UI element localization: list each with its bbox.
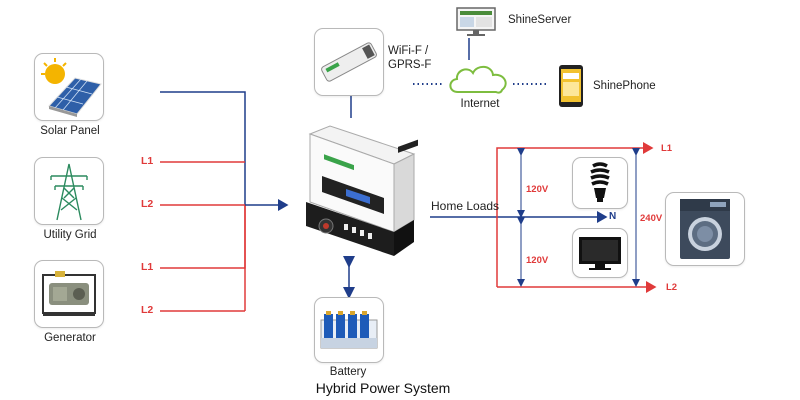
generator-box xyxy=(34,260,104,328)
washer-load-box xyxy=(665,192,745,266)
hybrid-inverter xyxy=(296,124,420,259)
shinephone-label: ShinePhone xyxy=(593,80,656,92)
tv-icon xyxy=(579,237,621,270)
utility-grid-label: Utility Grid xyxy=(43,229,97,241)
solar-panel-box xyxy=(34,53,104,121)
wifi-module-box xyxy=(314,28,384,96)
utility-grid-box xyxy=(34,157,104,225)
cloud-icon xyxy=(449,65,507,94)
battery-box xyxy=(314,297,384,363)
cfl-bulb-icon xyxy=(590,162,610,202)
wifi-label: WiFi-F / GPRS-F xyxy=(388,45,432,71)
generator-label: Generator xyxy=(44,332,96,344)
tv-load-box xyxy=(572,228,628,278)
monitor-icon xyxy=(456,7,496,36)
v120-bottom-label: 120V xyxy=(526,255,549,266)
battery-icon xyxy=(320,311,378,349)
v240-label: 240V xyxy=(640,213,663,224)
wifi-dongle-icon xyxy=(321,42,377,82)
internet-cloud xyxy=(444,60,514,98)
internet-label: Internet xyxy=(460,98,500,110)
home-l2-label: L2 xyxy=(666,282,678,293)
grid-l1-label: L1 xyxy=(141,155,154,167)
l1-rail xyxy=(496,142,654,287)
washing-machine-icon xyxy=(680,199,730,259)
gen-wire xyxy=(160,205,246,269)
phone-icon xyxy=(559,65,583,107)
solar-panel-icon xyxy=(41,58,102,117)
shineserver-monitor xyxy=(455,6,497,38)
gen-l1-label: L1 xyxy=(141,261,154,273)
shineserver-label: ShineServer xyxy=(508,14,572,26)
gen-l2-label: L2 xyxy=(141,304,154,316)
solar-wire xyxy=(160,91,246,205)
solar-panel-label: Solar Panel xyxy=(40,125,100,137)
neutral-label: N xyxy=(609,211,617,222)
home-l1-label: L1 xyxy=(661,143,673,154)
grid-l2-label: L2 xyxy=(141,198,154,210)
transmission-tower-icon xyxy=(50,163,88,221)
v120-top-label: 120V xyxy=(526,184,549,195)
inverter-icon xyxy=(306,125,418,256)
battery-label: Battery xyxy=(329,366,367,378)
lamp-load-box xyxy=(572,157,628,209)
shinephone-device xyxy=(558,64,584,108)
generator-icon xyxy=(42,271,96,316)
diagram-title: Hybrid Power System xyxy=(315,380,451,396)
home-loads-label: Home Loads xyxy=(431,199,500,213)
